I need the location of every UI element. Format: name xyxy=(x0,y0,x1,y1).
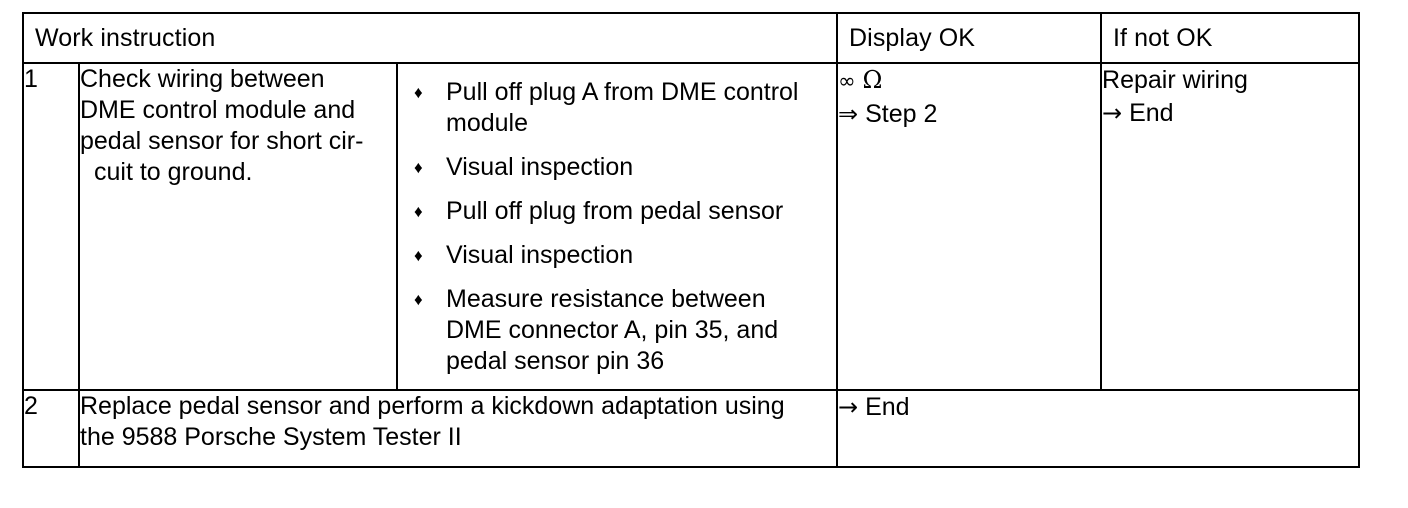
arrow-right-icon: → xyxy=(1102,99,1123,127)
header-if-not-ok: If not OK xyxy=(1100,12,1361,64)
list-item: ♦ Visual inspection xyxy=(398,240,828,271)
list-item-line: DME connector A, pin 35, and xyxy=(446,316,779,344)
result-cell: → End xyxy=(836,389,1361,468)
arrow-right-icon: → xyxy=(838,393,859,421)
next-step-label: End xyxy=(865,393,910,421)
list-item: ♦ Pull off plug from pedal sensor xyxy=(398,196,828,227)
list-item-line: pedal sensor pin 36 xyxy=(446,347,665,375)
list-item-line: Measure resistance between xyxy=(446,285,766,313)
diamond-bullet-icon: ♦ xyxy=(414,246,423,265)
list-item-line: Pull off plug A from DME control xyxy=(446,78,799,106)
result-next-step: → End xyxy=(838,391,1358,424)
next-step-label: Step 2 xyxy=(865,100,938,128)
step-number: 1 xyxy=(22,62,80,391)
display-ok-value: ∞ Ω xyxy=(838,64,1100,98)
diamond-bullet-icon: ♦ xyxy=(414,158,423,177)
diamond-bullet-icon: ♦ xyxy=(414,83,423,102)
if-not-ok-next-step: → End xyxy=(1102,97,1358,130)
header-work-instruction: Work instruction xyxy=(21,12,839,64)
header-display-ok: Display OK xyxy=(836,12,1103,64)
list-item: ♦ Measure resistance between DME connect… xyxy=(398,284,828,377)
work-instruction-table: Work instruction Display OK If not OK 1 … xyxy=(21,12,1361,468)
if-not-ok-action: Repair wiring xyxy=(1102,66,1248,94)
step-instruction-text: Check wiring between DME control module … xyxy=(78,62,398,391)
double-arrow-right-icon: ⇒ xyxy=(838,100,859,128)
next-step-label: End xyxy=(1129,99,1174,127)
instruction-line: pedal sensor for short cir- xyxy=(80,127,364,155)
infinity-icon: ∞ xyxy=(838,69,856,93)
diamond-bullet-icon: ♦ xyxy=(414,202,423,221)
header-display-ok-label: Display OK xyxy=(849,24,976,52)
list-item-line: Visual inspection xyxy=(446,153,634,181)
list-item-line: Visual inspection xyxy=(446,241,634,269)
instruction-line: DME control module and xyxy=(80,96,356,124)
table-row: 2 Replace pedal sensor and perform a kic… xyxy=(22,389,1361,468)
if-not-ok-cell: Repair wiring → End xyxy=(1100,62,1361,391)
header-if-not-ok-label: If not OK xyxy=(1113,24,1213,52)
list-item-line: module xyxy=(446,109,528,137)
table-row: 1 Check wiring between DME control modul… xyxy=(22,62,1361,391)
header-work-instruction-label: Work instruction xyxy=(35,24,216,52)
ohm-icon: Ω xyxy=(862,66,883,94)
step-substeps-cell: ♦ Pull off plug A from DME control modul… xyxy=(395,62,839,391)
display-ok-next-step: ⇒ Step 2 xyxy=(838,98,1100,131)
instruction-line: Replace pedal sensor and perform a kickd… xyxy=(80,392,785,420)
step-number: 2 xyxy=(22,389,80,468)
substep-list: ♦ Pull off plug A from DME control modul… xyxy=(398,64,836,389)
instruction-line: Check wiring between xyxy=(80,65,325,93)
diamond-bullet-icon: ♦ xyxy=(414,290,423,309)
instruction-line: the 9588 Porsche System Tester II xyxy=(80,423,462,451)
display-ok-cell: ∞ Ω ⇒ Step 2 xyxy=(836,62,1103,391)
table-header-row: Work instruction Display OK If not OK xyxy=(21,12,1361,64)
step-instruction-text: Replace pedal sensor and perform a kickd… xyxy=(77,389,839,468)
list-item: ♦ Visual inspection xyxy=(398,152,828,183)
list-item: ♦ Pull off plug A from DME control modul… xyxy=(398,77,828,139)
list-item-line: Pull off plug from pedal sensor xyxy=(446,197,784,225)
instruction-line: cuit to ground. xyxy=(94,158,253,186)
